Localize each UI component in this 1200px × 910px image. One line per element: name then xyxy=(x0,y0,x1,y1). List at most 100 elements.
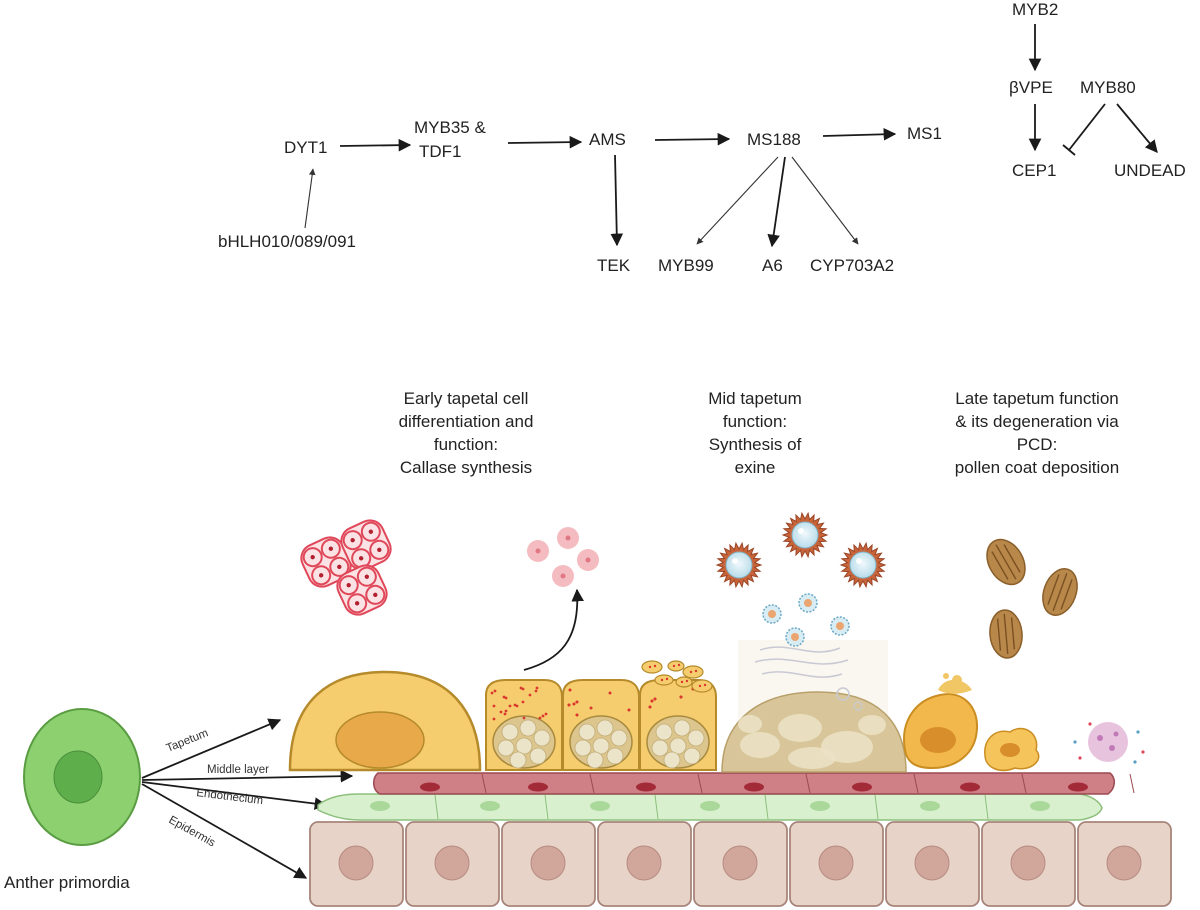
gene-cyp703a2: CYP703A2 xyxy=(810,256,894,275)
pollen-tetrads xyxy=(300,519,392,616)
gene-cep1: CEP1 xyxy=(1012,161,1056,180)
tetrad xyxy=(300,536,352,588)
exine-pollen xyxy=(781,511,829,559)
tetrad xyxy=(340,519,392,571)
epidermis-cell xyxy=(1077,821,1172,907)
gene-a6: A6 xyxy=(762,256,783,275)
primordia-label: Anther primordia xyxy=(4,873,130,892)
middle-layer-nucleus xyxy=(744,782,764,792)
free-microspores xyxy=(527,527,599,587)
tapetal-vesicle xyxy=(654,674,674,686)
middle-layer xyxy=(373,772,1135,795)
tapetal-cells-late xyxy=(903,673,1145,772)
tapetal-vesicle xyxy=(682,665,704,679)
pollen-coat-grains xyxy=(986,538,1078,659)
sporopollenin-vesicle xyxy=(798,593,818,613)
label-tapetum: Tapetum xyxy=(165,727,210,755)
exine-pollen-grains xyxy=(715,511,887,589)
endothecium-nucleus xyxy=(480,801,500,811)
middle-layer-nucleus xyxy=(420,782,440,792)
mid-stage-title-3: Synthesis of xyxy=(709,435,802,454)
epidermis-cell xyxy=(597,821,692,907)
middle-layer-strip xyxy=(373,772,1115,795)
gene-myb35-line1: MYB35 & xyxy=(414,118,486,137)
tapetal-vesicle xyxy=(667,660,685,672)
early-stage-title-3: function: xyxy=(434,435,498,454)
epidermis-cell xyxy=(309,821,404,907)
gene-ams: AMS xyxy=(589,130,626,149)
early-stage-title-1: Early tapetal cell xyxy=(404,389,529,408)
endothecium-nucleus xyxy=(810,801,830,811)
sporopollenin-vesicle xyxy=(762,604,782,624)
gene-network: DYT1 MYB35 & TDF1 AMS MS188 MS1 bHLH010/… xyxy=(218,0,1186,275)
gene-myb99: MYB99 xyxy=(658,256,714,275)
late-stage-title-4: pollen coat deposition xyxy=(955,458,1119,477)
epidermis-cell xyxy=(405,821,500,907)
early-stage-title-2: differentiation and xyxy=(399,412,534,431)
tetrad xyxy=(336,564,388,616)
edge-dyt1-myb35 xyxy=(339,138,412,152)
endothecium-layer xyxy=(317,793,1103,821)
endothecium-nucleus xyxy=(700,801,720,811)
mid-stage-title-2: function: xyxy=(723,412,787,431)
edge-ms188-a6 xyxy=(767,156,786,248)
tapetal-vesicle xyxy=(641,660,663,674)
middle-layer-nucleus xyxy=(636,782,656,792)
arrow-to-epidermis xyxy=(141,783,308,879)
sporopollenin-vesicles xyxy=(762,593,850,647)
edge-ms188-ms1 xyxy=(822,128,897,141)
late-stage-title-3: PCD: xyxy=(1017,435,1058,454)
epidermis-cell xyxy=(789,821,884,907)
middle-layer-nucleus xyxy=(1068,782,1088,792)
exine-pollen xyxy=(839,541,887,589)
tapetal-vesicle xyxy=(675,676,693,688)
mid-stage-title-1: Mid tapetum xyxy=(708,389,802,408)
stage-titles: Early tapetal cell differentiation and f… xyxy=(399,389,1120,477)
early-stage-title-4: Callase synthesis xyxy=(400,458,532,477)
gene-dyt1: DYT1 xyxy=(284,138,327,157)
endothecium-nucleus xyxy=(1030,801,1050,811)
label-epidermis: Epidermis xyxy=(167,814,218,849)
edge-ms188-cyp703a2 xyxy=(791,156,859,245)
gene-ms1: MS1 xyxy=(907,124,942,143)
epidermis-cell xyxy=(981,821,1076,907)
callase-tapetal-cell xyxy=(562,679,640,771)
gene-ms188: MS188 xyxy=(747,130,801,149)
endothecium-nucleus xyxy=(590,801,610,811)
middle-layer-nucleus xyxy=(852,782,872,792)
label-endothecium: Endothecium xyxy=(196,787,264,807)
mid-stage-title-4: exine xyxy=(735,458,776,477)
exine-pollen xyxy=(715,541,763,589)
arrow-to-tapetum xyxy=(141,718,282,779)
epidermis-cell xyxy=(501,821,596,907)
callase-tapetal-cell xyxy=(639,679,717,771)
tapetal-vesicle xyxy=(691,679,713,693)
arrow-to-endothecium xyxy=(141,781,328,810)
primordia-nucleus xyxy=(53,750,103,804)
edge-ms188-myb99 xyxy=(696,156,779,245)
gene-myb80: MYB80 xyxy=(1080,78,1136,97)
endothecium-nucleus xyxy=(920,801,940,811)
label-middle-layer: Middle layer xyxy=(207,764,269,776)
arrow-to-middle-layer xyxy=(141,769,354,783)
tapetal-cell-mid xyxy=(721,640,907,773)
sporopollenin-vesicle xyxy=(785,627,805,647)
late-stage-title-2: & its degeneration via xyxy=(955,412,1119,431)
anther-primordia: Anther primordia xyxy=(4,708,141,892)
callase-tapetal-cell xyxy=(485,679,563,771)
gene-undead: UNDEAD xyxy=(1114,161,1186,180)
epidermis-cell xyxy=(885,821,980,907)
tapetal-cell-early xyxy=(288,670,482,772)
late-stage-title-1: Late tapetum function xyxy=(955,389,1119,408)
edge-ams-tek xyxy=(610,154,624,247)
edge-bhlh-dyt1 xyxy=(304,168,316,229)
gene-bhlh: bHLH010/089/091 xyxy=(218,232,356,251)
sporopollenin-vesicle xyxy=(830,616,850,636)
degenerated-cell xyxy=(1073,722,1145,764)
middle-layer-nucleus xyxy=(960,782,980,792)
gene-tek: TEK xyxy=(597,256,631,275)
edge-myb80-cep1-inhibit xyxy=(1062,103,1106,156)
edge-ams-ms188 xyxy=(654,132,731,146)
gene-bvpe: βVPE xyxy=(1009,78,1053,97)
